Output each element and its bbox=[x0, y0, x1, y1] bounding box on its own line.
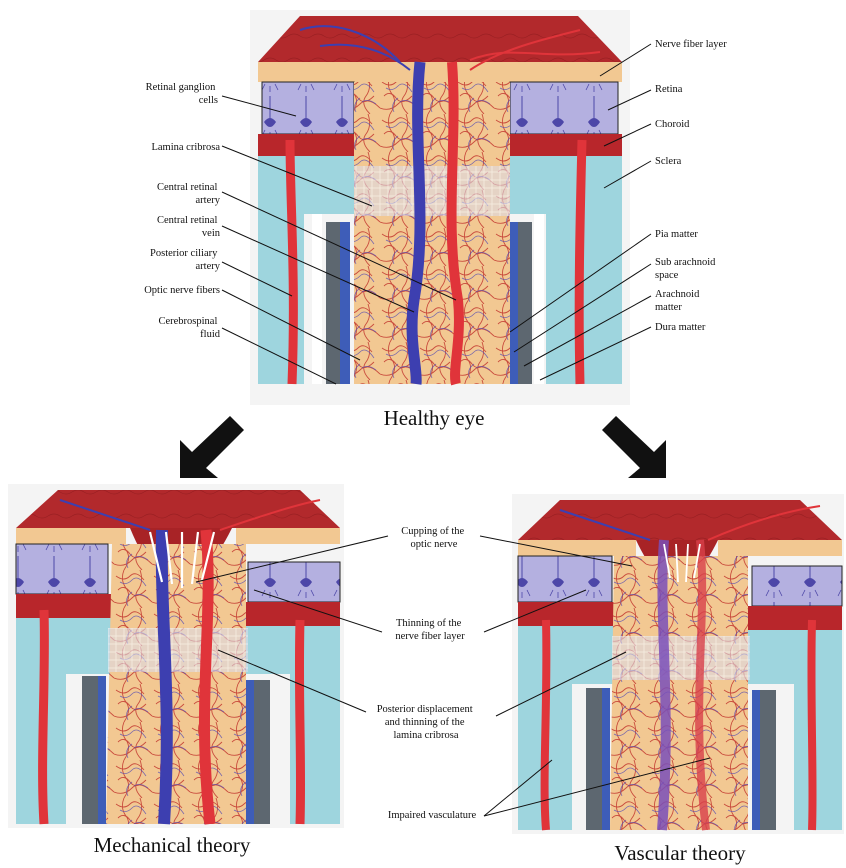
center-labels: Cupping of the optic nerve Thinning of t… bbox=[377, 526, 477, 821]
label-optic-nerve-fibers: Optic nerve fibers bbox=[144, 285, 220, 296]
label-nerve-fiber-layer: Nerve fiber layer bbox=[655, 39, 727, 50]
title-vascular-theory: Vascular theory bbox=[614, 841, 746, 865]
healthy-right-labels: Nerve fiber layer Retina Choroid Sclera … bbox=[655, 39, 727, 333]
vascular-theory-illustration bbox=[512, 494, 844, 834]
label-cupping-optic-nerve: Cupping of the optic nerve bbox=[401, 526, 467, 550]
label-sub-arachnoid-space: Sub arachnoid space bbox=[655, 257, 718, 281]
title-mechanical-theory: Mechanical theory bbox=[94, 833, 251, 857]
label-retinal-ganglion-cells: Retinal ganglion cells bbox=[146, 82, 218, 106]
label-cerebrospinal-fluid: Cerebrospinal fluid bbox=[158, 316, 220, 340]
label-central-retinal-vein: Central retinal vein bbox=[157, 215, 221, 239]
label-impaired-vasculature: Impaired vasculature bbox=[388, 810, 477, 821]
healthy-eye-illustration bbox=[250, 10, 630, 405]
label-choroid: Choroid bbox=[655, 119, 690, 130]
healthy-left-labels: Retinal ganglion cells Lamina cribrosa C… bbox=[144, 82, 221, 340]
label-posterior-displacement-lamina: Posterior displacement and thinning of t… bbox=[377, 704, 476, 741]
arrow-to-mechanical-icon bbox=[180, 416, 244, 478]
label-arachnoid-matter: Arachnoid matter bbox=[655, 289, 702, 313]
label-sclera: Sclera bbox=[655, 156, 682, 167]
label-pia-matter: Pia matter bbox=[655, 229, 698, 240]
title-healthy-eye: Healthy eye bbox=[384, 406, 485, 430]
arrow-to-vascular-icon bbox=[602, 416, 666, 478]
label-posterior-ciliary-artery: Posterior ciliary artery bbox=[150, 248, 221, 272]
label-retina: Retina bbox=[655, 84, 683, 95]
label-thinning-nerve-fiber-layer: Thinning of the nerve fiber layer bbox=[395, 618, 465, 642]
mechanical-theory-illustration bbox=[8, 484, 344, 828]
label-lamina-cribrosa: Lamina cribrosa bbox=[151, 142, 220, 153]
label-central-retinal-artery: Central retinal artery bbox=[157, 182, 221, 206]
label-dura-matter: Dura matter bbox=[655, 322, 706, 333]
